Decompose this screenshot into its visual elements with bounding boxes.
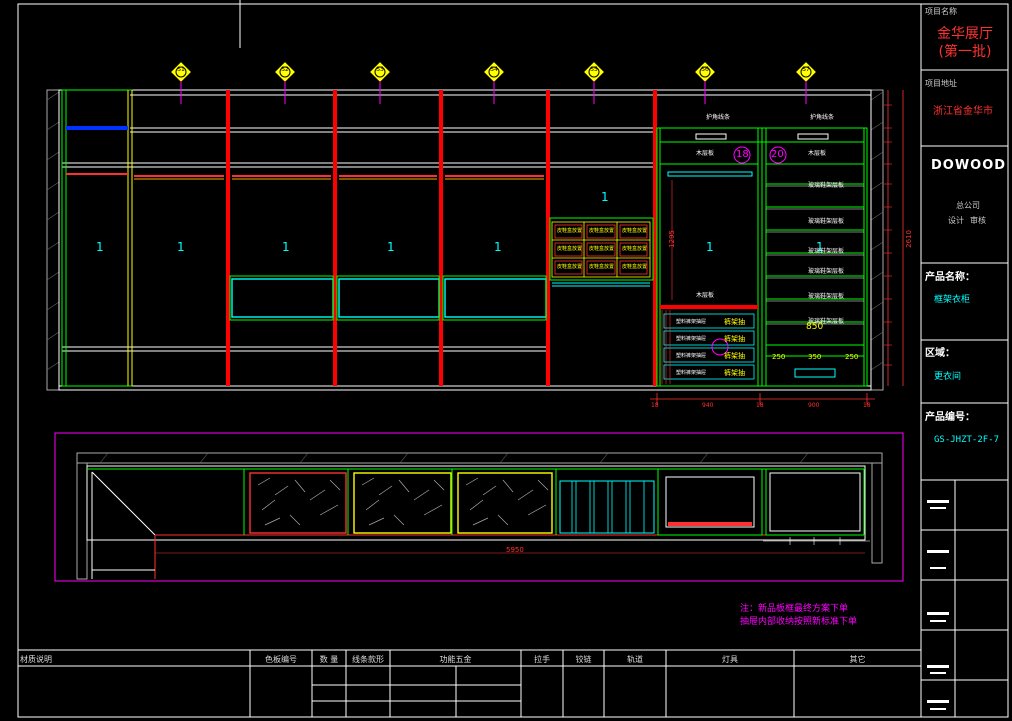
title-block (920, 3, 1009, 718)
title-block-marks (927, 500, 949, 710)
area-label: 区域： (925, 348, 955, 359)
pant-rack-label-1: 裤架抽 (724, 318, 745, 326)
project-name-line1: 金华展厅 (937, 26, 993, 42)
note-line1: 注：新品板框最终方案下单 (740, 604, 849, 614)
marker-label-5: S5 (590, 66, 598, 73)
guard-label-left: 护角线条 (706, 114, 731, 121)
marker-label-2: S2 (281, 66, 289, 73)
marker-label-3: S3 (376, 66, 384, 73)
product-name: 框架衣柜 (934, 295, 971, 305)
dim-total-height: 2610 (905, 230, 913, 248)
glass-shelf-label-1: 玻璃鞋架层板 (808, 182, 845, 189)
column-mark-6: 1 (601, 190, 609, 204)
marker-label-7: S7 (802, 66, 810, 73)
column-mark-4: 1 (387, 240, 395, 254)
circle-label-20: 20 (771, 149, 784, 160)
company-name: 总公司 (956, 201, 980, 210)
column-mark-5: 1 (494, 240, 502, 254)
panel-texture (257, 477, 549, 526)
shoe-box-label-4: 皮鞋盒放置 (557, 246, 583, 252)
column-mark-7: 1 (706, 240, 714, 254)
header-line-style: 线条款形 (352, 655, 384, 664)
header-track: 轨道 (627, 655, 643, 664)
drawer-label-2: 塑料裤架抽屉 (676, 336, 707, 342)
dim-850: 850 (806, 322, 824, 332)
shoe-box-label-9: 皮鞋盒放置 (622, 264, 648, 270)
header-hinge: 铰链 (575, 655, 592, 664)
dim-1295: 1295 (668, 230, 676, 248)
elevation-view (46, 62, 904, 405)
circle-label-18: 18 (736, 149, 749, 160)
role-design: 设计 (948, 216, 964, 225)
glass-shelf-label-4: 玻璃鞋架层板 (808, 268, 845, 275)
guard-label-right: 护角线条 (810, 114, 835, 121)
dim-250-right: 250 (845, 353, 859, 361)
column-mark-1: 1 (96, 240, 104, 254)
drawer-label-4: 塑料裤架抽屉 (676, 370, 707, 376)
shoe-box-label-7: 皮鞋盒放置 (557, 264, 583, 270)
pant-rack-label-4: 裤架抽 (724, 369, 745, 377)
header-material: 材质说明 (20, 655, 52, 664)
company-logo: DOWOOD (931, 158, 1007, 173)
dim-940: 940 (702, 402, 714, 409)
shoe-box-label-3: 皮鞋盒放置 (622, 228, 648, 234)
header-other: 其它 (849, 655, 866, 664)
shoe-box-label-2: 皮鞋盒放置 (589, 228, 615, 234)
wood-shelf-label-lower: 木层板 (696, 292, 715, 299)
dim-5950: 5950 (506, 546, 524, 554)
drawer-label-1: 塑料裤架抽屉 (676, 319, 707, 325)
project-address-label: 项目地址 (925, 79, 957, 88)
project-name-label: 项目名称 (925, 7, 957, 16)
project-name-line2: (第一批) (938, 44, 992, 60)
product-code-label: 产品编号： (925, 412, 975, 423)
column-mark-3: 1 (282, 240, 290, 254)
plan-view (54, 432, 904, 582)
marker-label-6: S6 (701, 66, 709, 73)
glass-shelf-label-5: 玻璃鞋架层板 (808, 293, 845, 300)
dim-250-left: 250 (772, 353, 786, 361)
header-quantity: 数 量 (319, 655, 339, 664)
header-lighting: 灯具 (722, 655, 738, 664)
shoe-box-label-8: 皮鞋盒放置 (589, 264, 615, 270)
glass-shelf-label-3: 玻璃鞋架层板 (808, 248, 845, 255)
note-line2: 抽屉内部收纳按照新标准下单 (740, 617, 858, 627)
dim-900: 900 (808, 402, 820, 409)
drawing-border (17, 3, 1009, 718)
column-mark-2: 1 (177, 240, 185, 254)
header-color-code: 色板编号 (265, 655, 297, 664)
dim-18-left: 18 (651, 402, 659, 409)
column-mark-8: 1 (816, 240, 824, 254)
drawer-label-3: 塑料裤架抽屉 (676, 353, 707, 359)
glass-shelf-label-2: 玻璃鞋架层板 (808, 218, 845, 225)
wood-shelf-label-left: 木层板 (696, 150, 715, 157)
glass-shelf-label-6: 玻璃鞋架层板 (808, 318, 845, 325)
pant-rack-label-3: 裤架抽 (724, 352, 745, 360)
marker-label-1: S1 (177, 66, 185, 73)
dim-18-mid: 18 (756, 402, 764, 409)
product-name-label: 产品名称： (925, 272, 975, 283)
project-address: 浙江省金华市 (933, 106, 993, 117)
area-value: 更衣间 (934, 372, 962, 382)
marker-label-4: S4 (490, 66, 498, 73)
shoe-box-label-6: 皮鞋盒放置 (622, 246, 648, 252)
role-review: 审核 (970, 216, 986, 225)
wood-shelf-label-right: 木层板 (808, 150, 827, 157)
header-handle: 拉手 (534, 655, 550, 664)
dim-18-right: 18 (863, 402, 871, 409)
product-code: GS-JHZT-2F-7 (934, 435, 1000, 445)
header-hardware: 功能五金 (439, 655, 472, 664)
dim-350: 350 (808, 353, 822, 361)
shoe-box-label-5: 皮鞋盒放置 (589, 246, 615, 252)
pant-rack-label-2: 裤架抽 (724, 335, 745, 343)
bottom-table (18, 649, 921, 717)
shoe-box-label-1: 皮鞋盒放置 (557, 228, 583, 234)
